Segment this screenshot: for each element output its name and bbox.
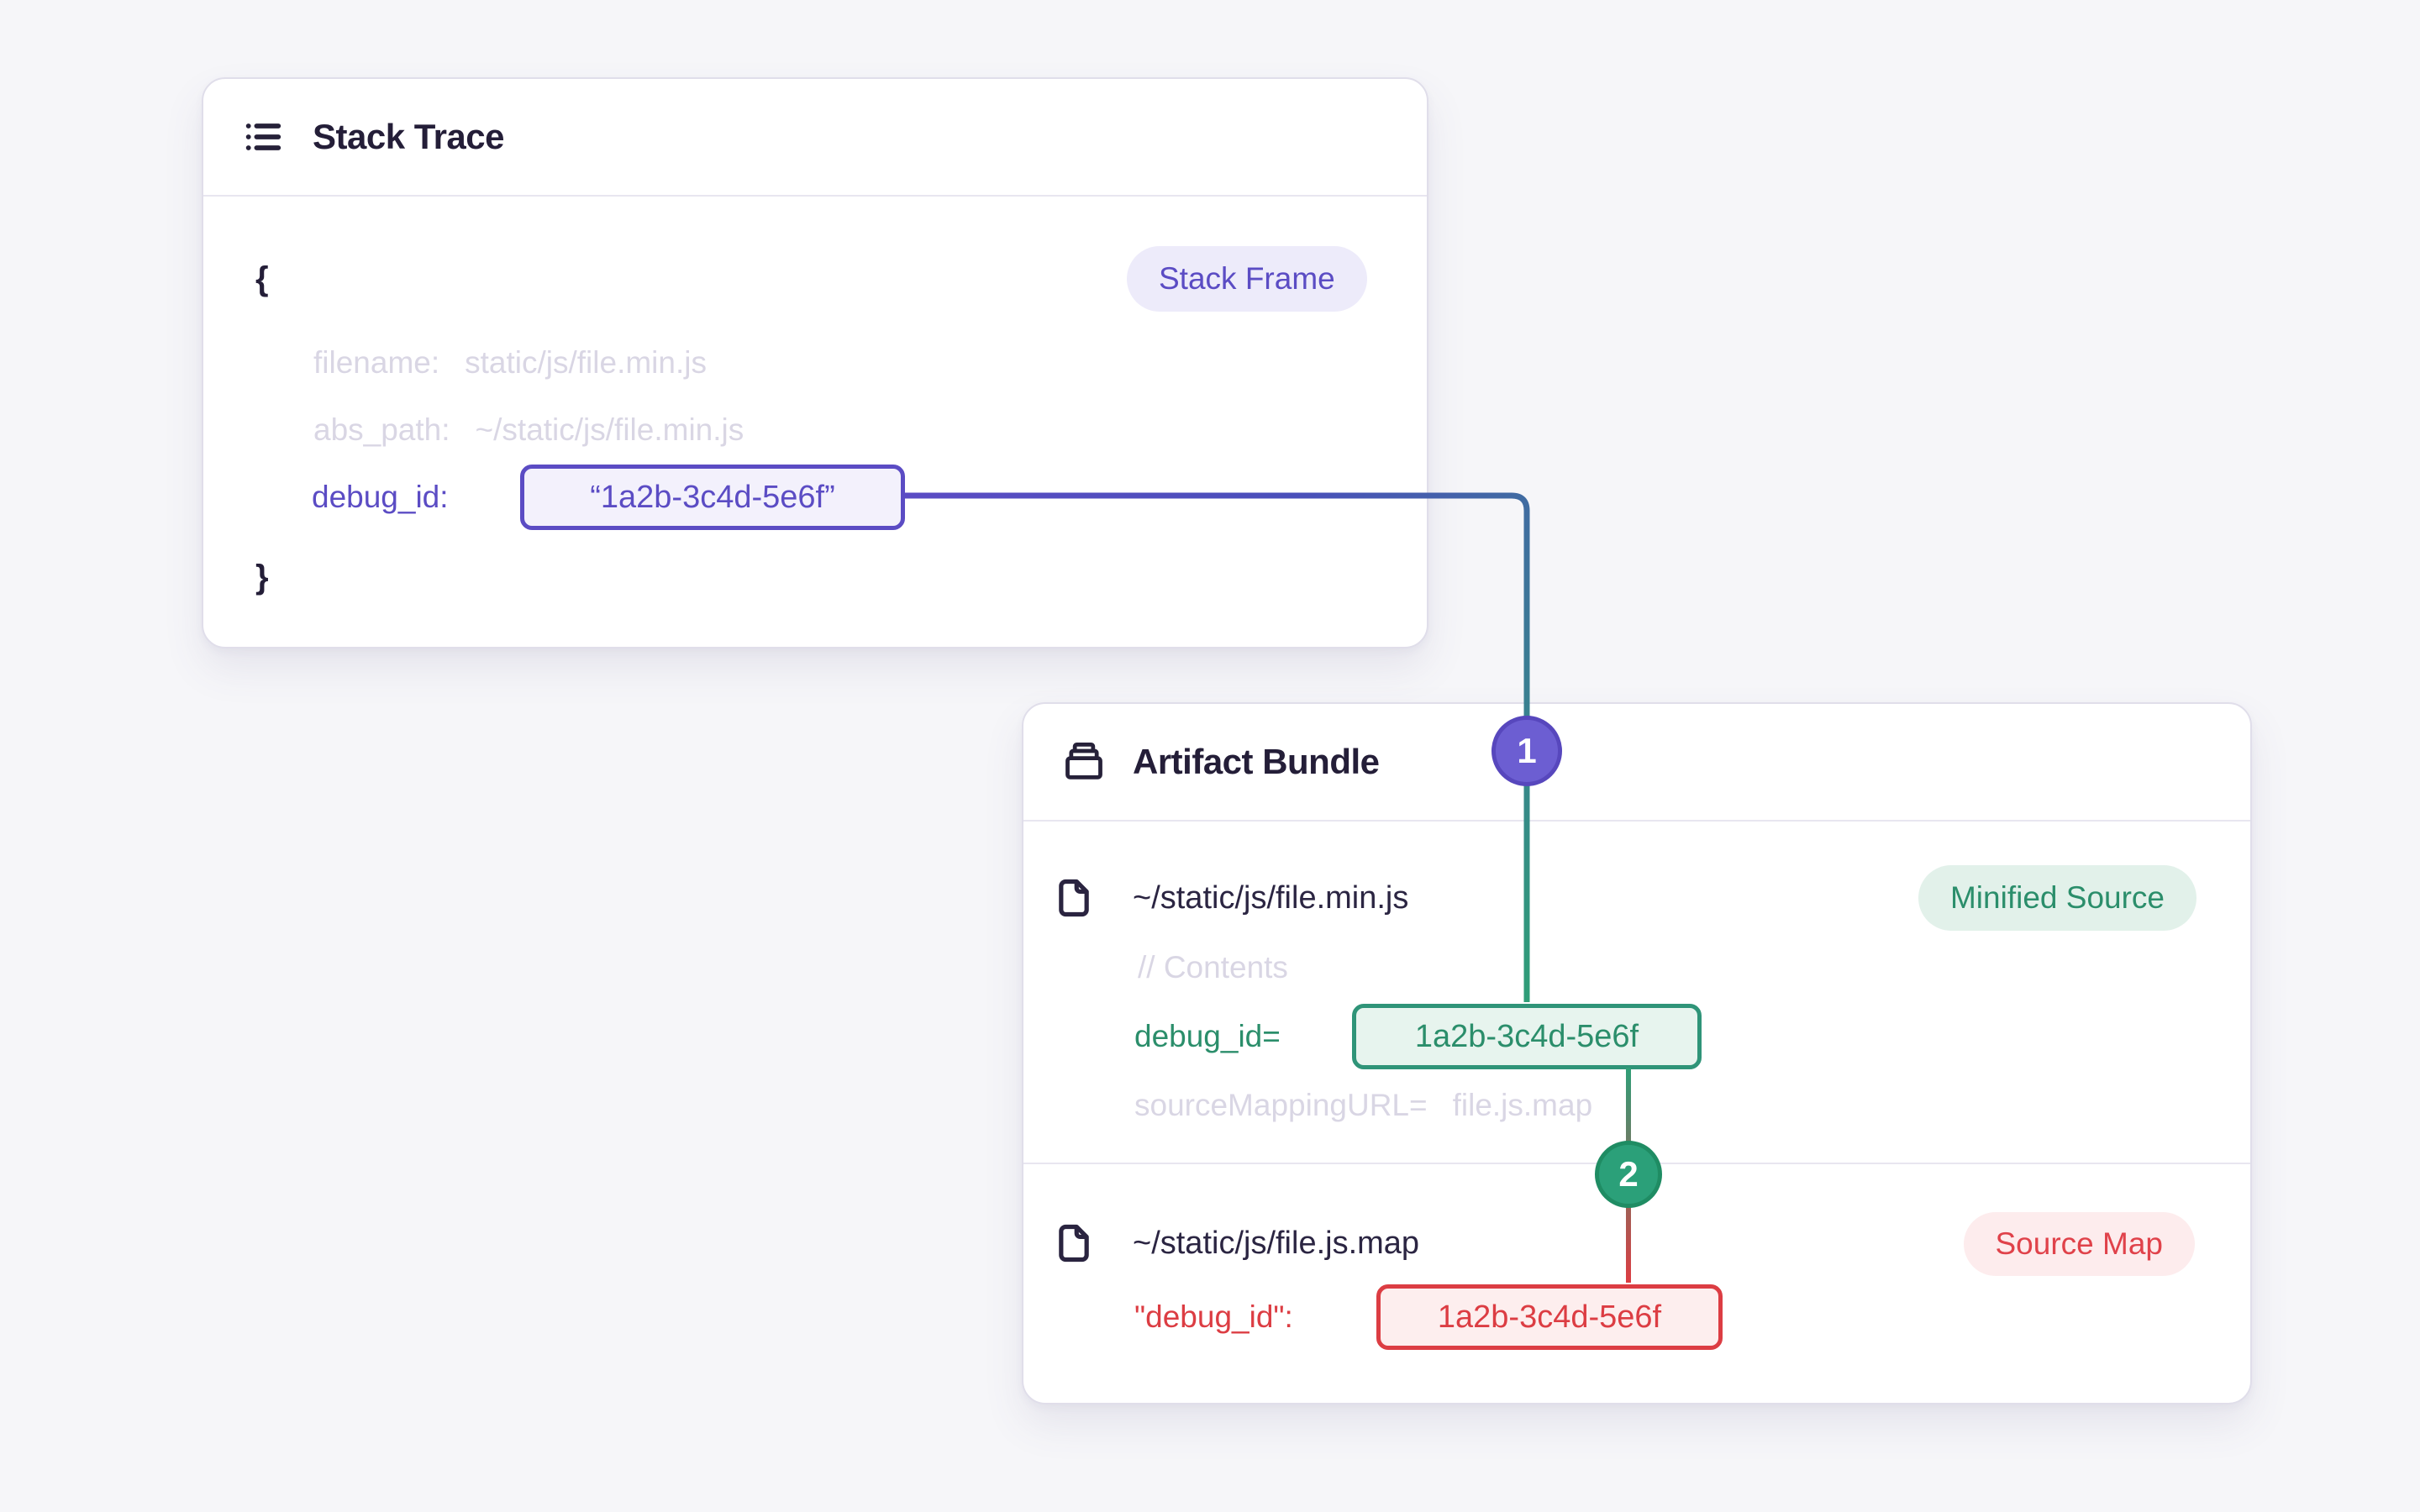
artifact-bundle-header: Artifact Bundle xyxy=(1023,704,2250,822)
step-2-badge: 2 xyxy=(1595,1141,1662,1208)
stack-trace-header: Stack Trace xyxy=(203,79,1427,197)
bundle-debug-id-label: debug_id= xyxy=(1134,1019,1281,1053)
file-row-min-js: ~/static/js/file.min.js xyxy=(1052,865,1408,931)
step-1-badge: 1 xyxy=(1491,716,1562,786)
debug-id-row: debug_id: xyxy=(312,465,449,530)
contents-comment: // Contents xyxy=(1138,950,1288,984)
abs-path-row: abs_path: ~/static/js/file.min.js xyxy=(313,397,744,463)
stack-trace-title: Stack Trace xyxy=(313,117,505,156)
archive-icon xyxy=(1065,743,1102,780)
debug-id-label: debug_id: xyxy=(312,480,449,514)
artifact-bundle-title: Artifact Bundle xyxy=(1133,742,1380,781)
map-debug-id-row: "debug_id": xyxy=(1134,1284,1293,1350)
bundle-debug-id-value-box: 1a2b-3c4d-5e6f xyxy=(1352,1004,1702,1069)
file-path-js-map: ~/static/js/file.js.map xyxy=(1133,1225,1420,1261)
close-brace: } xyxy=(255,558,269,596)
map-debug-id-value-box: 1a2b-3c4d-5e6f xyxy=(1376,1284,1723,1350)
debug-id-value-box: “1a2b-3c4d-5e6f” xyxy=(520,465,905,530)
source-mapping-row: sourceMappingURL= file.js.map xyxy=(1134,1073,1592,1138)
file-row-js-map: ~/static/js/file.js.map xyxy=(1052,1210,1419,1276)
file-path-min-js: ~/static/js/file.min.js xyxy=(1133,879,1409,916)
filename-row: filename: static/js/file.min.js xyxy=(313,330,707,396)
source-map-badge: Source Map xyxy=(1963,1212,2195,1276)
bundle-debug-id-row: debug_id= xyxy=(1134,1004,1281,1069)
source-mapping-label: sourceMappingURL= xyxy=(1134,1088,1428,1122)
map-debug-id-label: "debug_id": xyxy=(1134,1299,1293,1334)
abs-path-value: ~/static/js/file.min.js xyxy=(475,412,744,447)
file-icon xyxy=(1059,1224,1089,1263)
file-icon xyxy=(1059,879,1089,917)
stack-frame-badge: Stack Frame xyxy=(1127,246,1367,312)
open-brace: { xyxy=(255,260,269,297)
filename-label: filename: xyxy=(313,345,440,380)
filename-value: static/js/file.min.js xyxy=(465,345,707,380)
artifact-bundle-card: Artifact Bundle ~/static/js/file.min.js … xyxy=(1022,702,2252,1404)
minified-source-badge: Minified Source xyxy=(1918,865,2196,931)
abs-path-label: abs_path: xyxy=(313,412,450,447)
source-mapping-value: file.js.map xyxy=(1452,1088,1593,1122)
stack-trace-card: Stack Trace { Stack Frame filename: stat… xyxy=(202,77,1428,648)
list-icon xyxy=(245,123,281,150)
